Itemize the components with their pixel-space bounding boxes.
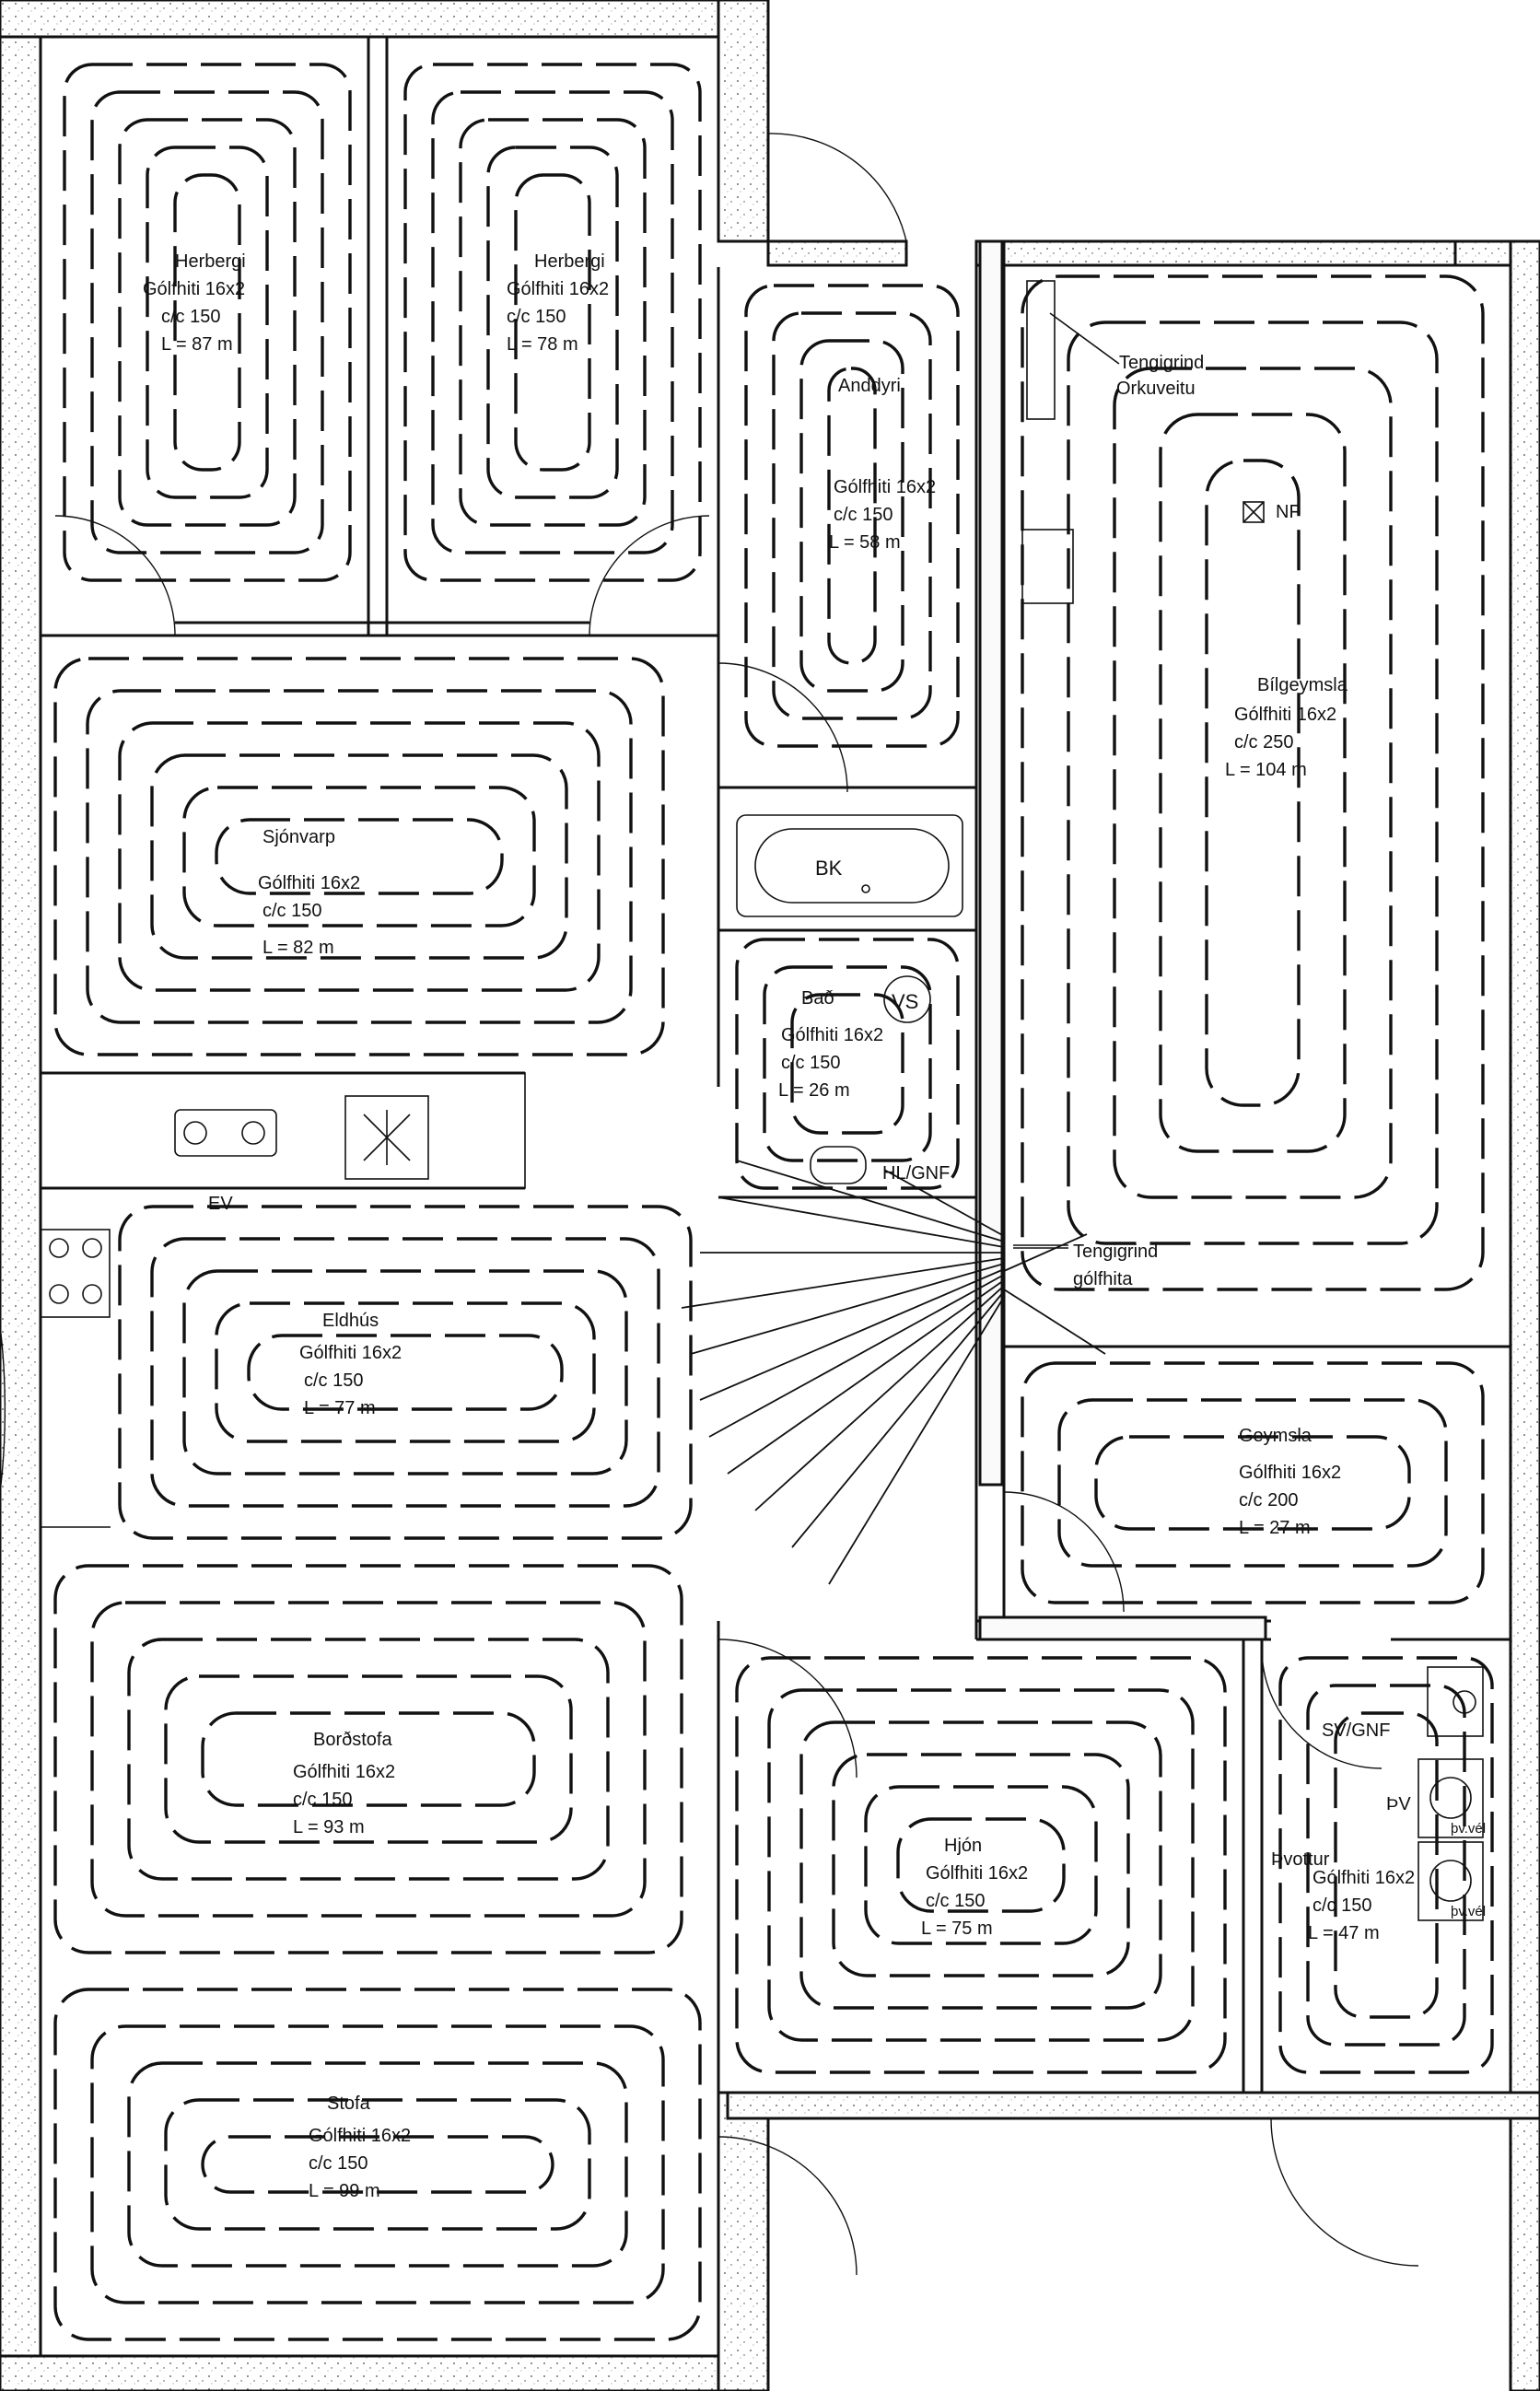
manifold-feed-lines: [681, 1160, 1106, 1585]
room-cc: c/c 150: [262, 901, 321, 921]
room-length: L = 27 m: [1239, 1518, 1311, 1538]
room-length: L = 87 m: [161, 334, 233, 355]
room-name: Geymsla: [1239, 1426, 1312, 1446]
room-cc: c/c 150: [926, 1891, 985, 1911]
tengigrind-orkuveitu-label-2: Orkuveitu: [1116, 379, 1196, 399]
room-cc: c/c 150: [161, 307, 220, 327]
annotations: Tengigrind Orkuveitu NF BK VS HL/GNF Ten…: [208, 312, 1486, 1919]
room-cc: c/c 150: [293, 1790, 352, 1810]
room-length: L = 99 m: [309, 2181, 380, 2201]
sv-gnf-label: SV/GNF: [1322, 1720, 1390, 1741]
room-cc: c/c 150: [309, 2153, 368, 2174]
room-name: Herbergi: [175, 251, 246, 272]
room-name: Anddyri: [838, 376, 901, 396]
pvvel-label-1: þv.vél: [1451, 1821, 1486, 1837]
tengigrind-golfhita-label: Tengigrind: [1073, 1242, 1158, 1262]
room-length: L = 82 m: [262, 938, 334, 958]
tengigrind-golfhita-label-2: gólfhita: [1073, 1269, 1133, 1289]
room-cc: c/c 150: [507, 307, 566, 327]
room-spec: Gólfhiti 16x2: [781, 1025, 883, 1045]
room-name: Bað: [801, 988, 834, 1009]
room-cc: c/c 150: [304, 1370, 363, 1391]
room-length: L = 93 m: [293, 1817, 365, 1837]
nf-label: NF: [1276, 502, 1301, 522]
room-spec: Gólfhiti 16x2: [299, 1343, 402, 1363]
room-name: Bílgeymsla: [1257, 675, 1348, 695]
room-spec: Gólfhiti 16x2: [293, 1762, 395, 1782]
room-name: Herbergi: [534, 251, 605, 272]
tengigrind-orkuveitu-label: Tengigrind: [1119, 353, 1204, 373]
room-name: Borðstofa: [313, 1730, 392, 1750]
room-spec: Gólfhiti 16x2: [834, 477, 936, 497]
room-spec: Gólfhiti 16x2: [1234, 705, 1336, 725]
room-name: Stofa: [327, 2094, 371, 2114]
room-cc: c/c 150: [781, 1053, 840, 1073]
room-herbergi-1: Herbergi Gólfhiti 16x2 c/c 150 L = 87 m: [143, 251, 246, 355]
vs-label: VS: [892, 990, 918, 1013]
room-length: L = 26 m: [778, 1080, 850, 1101]
bk-label: BK: [815, 857, 843, 880]
room-stofa: Stofa Gólfhiti 16x2 c/c 150 L = 99 m: [309, 2094, 411, 2201]
room-spec: Gólfhiti 16x2: [1312, 1868, 1415, 1888]
room-cc: c/c 250: [1234, 732, 1293, 752]
ev-label: EV: [208, 1194, 233, 1214]
room-geymsla: Geymsla Gólfhiti 16x2 c/c 200 L = 27 m: [1239, 1426, 1341, 1538]
room-bad: Bað Gólfhiti 16x2 c/c 150 L = 26 m: [778, 988, 883, 1101]
room-anddyri: Anddyri Gólfhiti 16x2 c/c 150 L = 58 m: [829, 376, 936, 553]
room-herbergi-2: Herbergi Gólfhiti 16x2 c/c 150 L = 78 m: [507, 251, 609, 355]
room-length: L = 104 m: [1225, 760, 1307, 780]
room-spec: Gólfhiti 16x2: [507, 279, 609, 299]
room-name: Sjónvarp: [262, 827, 335, 847]
room-sjonvarp: Sjónvarp Gólfhiti 16x2 c/c 150 L = 82 m: [258, 827, 360, 958]
heating-loops: [53, 63, 1494, 2341]
pvvel-label-2: þv.vél: [1451, 1904, 1486, 1919]
room-eldhus: Eldhús Gólfhiti 16x2 c/c 150 L = 77 m: [299, 1311, 402, 1418]
room-length: L = 78 m: [507, 334, 578, 355]
room-pvottur: Þvottur Gólfhiti 16x2 c/c 150 L = 47 m: [1271, 1849, 1415, 1943]
interior-walls: [41, 37, 1511, 2093]
pv-label: ÞV: [1386, 1794, 1411, 1814]
room-bilgeymsla: Bílgeymsla Gólfhiti 16x2 c/c 250 L = 104…: [1225, 675, 1348, 780]
room-hjon: Hjón Gólfhiti 16x2 c/c 150 L = 75 m: [921, 1836, 1028, 1939]
room-length: L = 47 m: [1308, 1923, 1380, 1943]
room-bordstofa: Borðstofa Gólfhiti 16x2 c/c 150 L = 93 m: [293, 1730, 395, 1837]
room-length: L = 75 m: [921, 1919, 993, 1939]
room-spec: Gólfhiti 16x2: [1239, 1463, 1341, 1483]
room-name: Hjón: [944, 1836, 982, 1856]
room-length: L = 77 m: [304, 1398, 376, 1418]
room-cc: c/c 200: [1239, 1490, 1298, 1510]
room-name: Þvottur: [1271, 1849, 1330, 1870]
room-spec: Gólfhiti 16x2: [258, 873, 360, 893]
room-spec: Gólfhiti 16x2: [926, 1863, 1028, 1884]
fixtures: [40, 280, 1484, 1921]
room-name: Eldhús: [322, 1311, 379, 1331]
hl-gnf-label: HL/GNF: [882, 1163, 950, 1184]
room-length: L = 58 m: [829, 532, 901, 553]
room-spec: Gólfhiti 16x2: [309, 2126, 411, 2146]
room-spec: Gólfhiti 16x2: [143, 279, 245, 299]
doors: [0, 133, 1419, 2276]
room-cc: c/c 150: [1312, 1895, 1371, 1916]
room-cc: c/c 150: [834, 505, 892, 525]
